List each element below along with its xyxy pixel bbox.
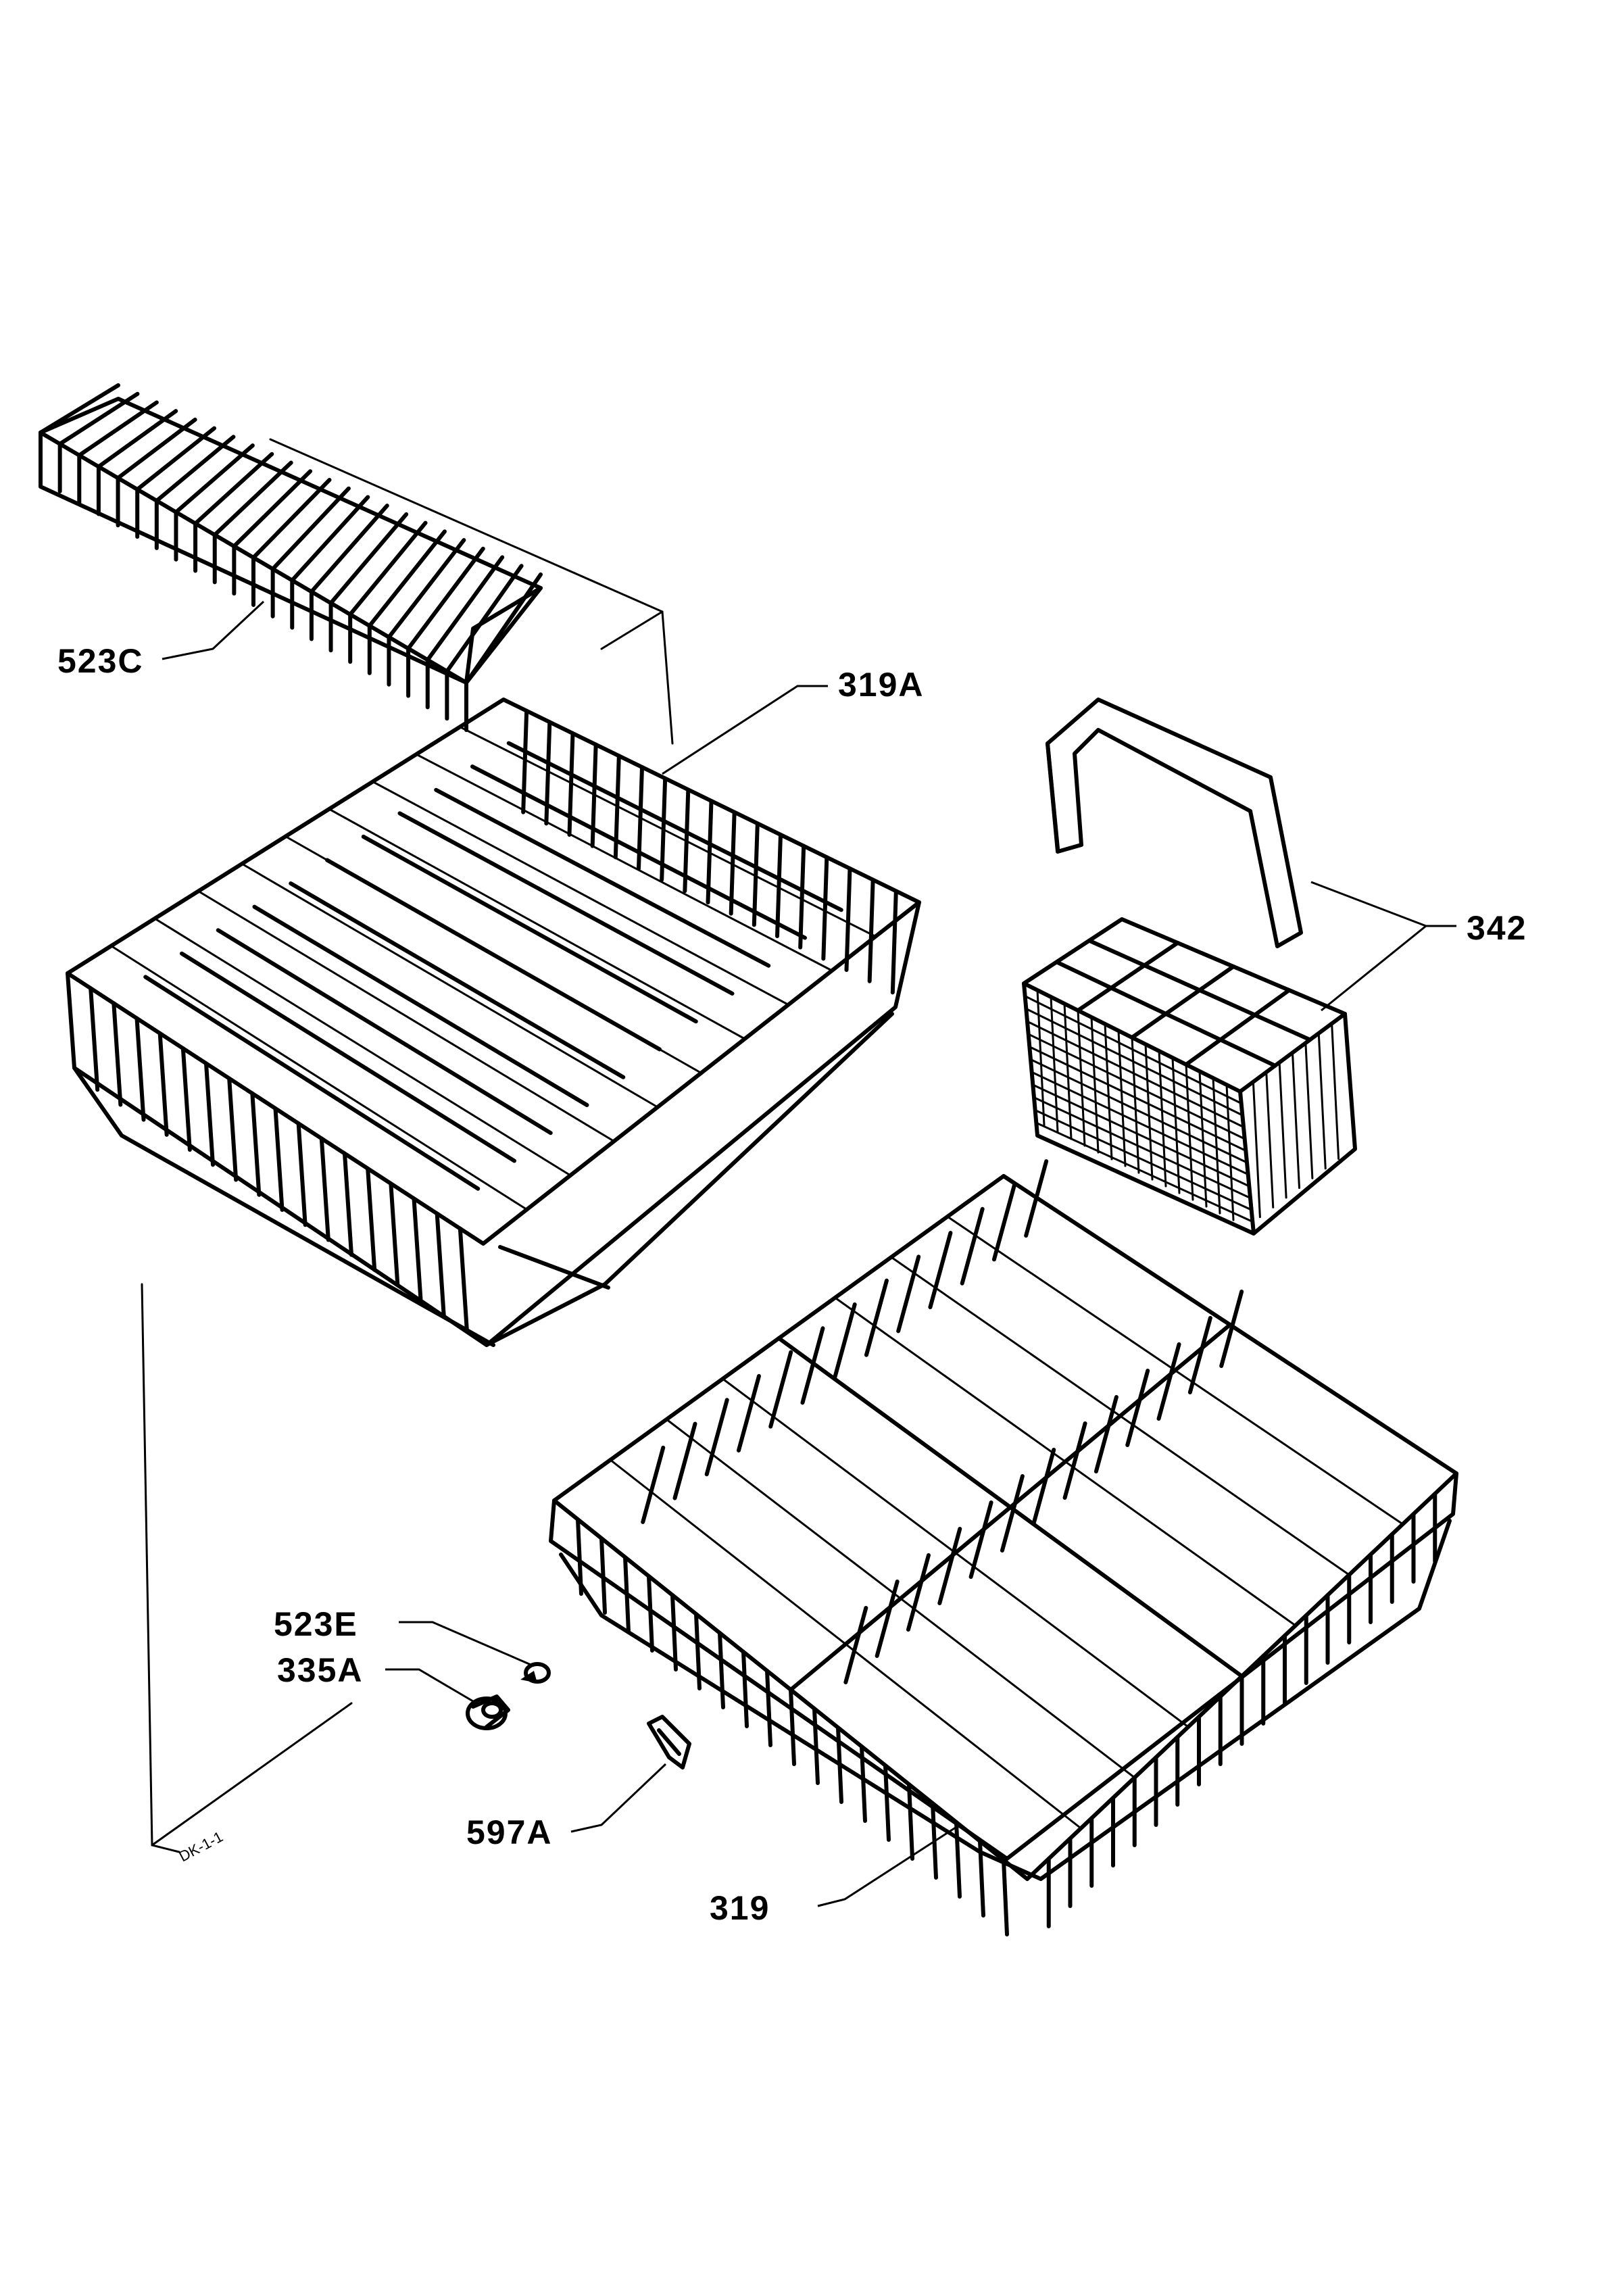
construction-lines [141,438,674,1853]
rail-stop-597a[interactable] [647,1715,691,1769]
wheel-335a[interactable] [466,1694,510,1730]
label-319: 319 [710,1889,770,1927]
leader-lines [162,600,1456,1907]
label-342: 342 [1467,909,1527,947]
label-597a: 597A [466,1813,553,1851]
drawing-code: DK-1-1 [176,1828,226,1865]
plate-rack-insert-523c[interactable] [39,383,543,732]
lower-basket-319[interactable] [549,1159,1458,1936]
cutlery-basket-342[interactable] [1022,698,1357,1236]
upper-basket-319a[interactable] [66,698,921,1347]
label-523e: 523E [274,1605,358,1643]
label-335a: 335A [277,1651,364,1689]
label-523c: 523C [57,642,144,680]
axle-clip-523e[interactable] [520,1662,551,1684]
label-319a: 319A [838,666,925,704]
